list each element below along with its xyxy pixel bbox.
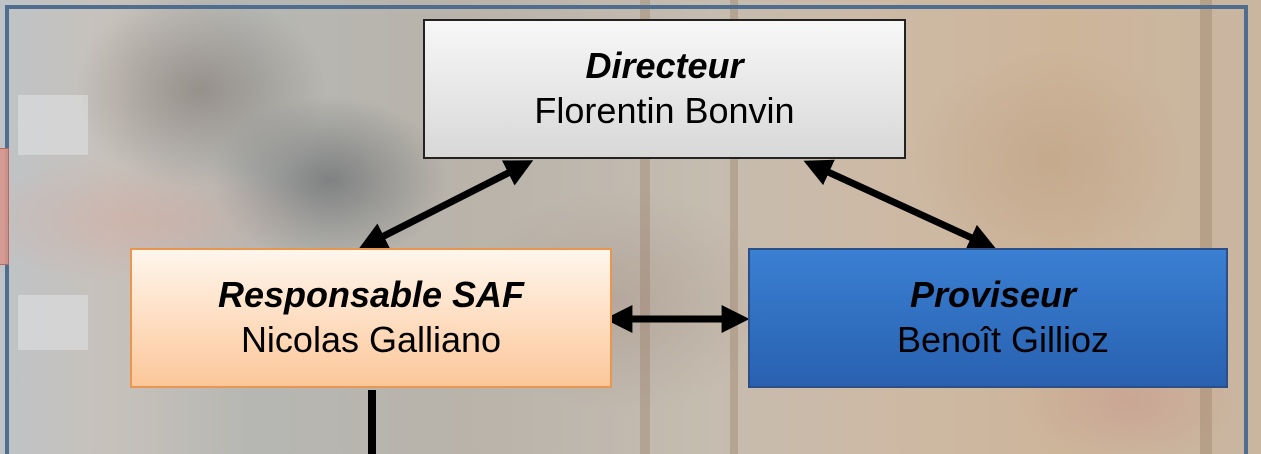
node-role: Proviseur: [909, 274, 1077, 315]
node-role: Responsable SAF: [217, 274, 525, 315]
node-role: Directeur: [585, 45, 744, 86]
arrow-directeur-responsable: [358, 160, 534, 249]
background-shelf: [18, 95, 88, 155]
left-edge-tab: [0, 148, 9, 265]
background-bar: [730, 0, 738, 454]
node-directeur: Directeur Florentin Bonvin: [423, 19, 906, 159]
node-proviseur: Proviseur Benoît Gillioz: [748, 248, 1228, 388]
node-person: Florentin Bonvin: [534, 90, 795, 131]
arrow-directeur-proviseur: [803, 159, 997, 251]
background-bar: [640, 0, 650, 454]
node-responsable-saf: Responsable SAF Nicolas Galliano: [130, 248, 612, 388]
node-person: Nicolas Galliano: [240, 319, 502, 360]
background-shelf: [18, 295, 88, 350]
node-person: Benoît Gillioz: [896, 319, 1110, 360]
